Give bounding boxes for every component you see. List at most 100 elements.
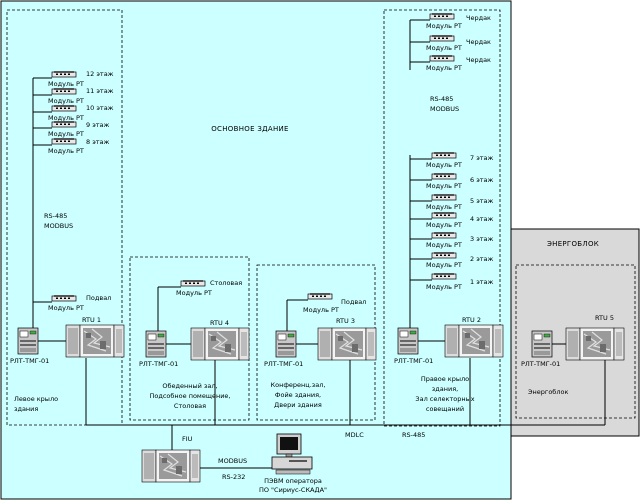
svg-text:8 этаж: 8 этаж	[86, 138, 110, 146]
right-modbus-label: MODBUS	[430, 105, 459, 113]
conference-caption-1: Конференц.зал,	[271, 381, 326, 389]
attic-module-1: Чердак Модуль РТ	[410, 12, 491, 30]
right-wing-floor-modules: 7 этаж Модуль РТ 6 этаж Модуль РТ 5 этаж…	[410, 151, 494, 291]
dining-module-place: Столовая	[210, 279, 242, 287]
left-wing-caption-1: Левое крыло	[14, 395, 58, 403]
svg-text:Модуль РТ: Модуль РТ	[48, 304, 84, 312]
svg-text:Чердак: Чердак	[466, 14, 491, 22]
svg-text:Модуль РТ: Модуль РТ	[48, 147, 84, 155]
power-rtu-label: RTU 5	[595, 314, 614, 322]
power-controller-label: РЛТ-ТМГ-01	[521, 360, 560, 368]
svg-text:Модуль РТ: Модуль РТ	[426, 283, 462, 291]
svg-text:6 этаж: 6 этаж	[470, 176, 494, 184]
conference-rtu-icon	[317, 327, 377, 361]
svg-text:Модуль РТ: Модуль РТ	[48, 80, 84, 88]
right-controller-label: РЛТ-ТМГ-01	[394, 357, 433, 365]
dining-rtu-label: RTU 4	[210, 319, 229, 327]
right-rs485-label: RS-485	[430, 95, 453, 103]
left-module-basement: Подвал Модуль РТ	[33, 294, 111, 312]
conference-rtu-label: RTU 3	[336, 317, 355, 325]
dining-module-label: Модуль РТ	[176, 289, 212, 297]
power-caption: Энергоблок	[528, 388, 568, 396]
svg-text:Модуль РТ: Модуль РТ	[426, 64, 462, 72]
svg-text:Модуль РТ: Модуль РТ	[426, 241, 462, 249]
svg-text:Модуль РТ: Модуль РТ	[426, 44, 462, 52]
right-wing-box	[383, 9, 501, 427]
right-module-4: 4 этаж Модуль РТ	[410, 211, 494, 229]
svg-text:Чердак: Чердак	[466, 38, 491, 46]
power-inner-box	[515, 264, 636, 419]
right-module-1: 1 этаж Модуль РТ	[410, 272, 494, 291]
left-module-9: 9 этаж Модуль РТ	[33, 120, 110, 138]
left-wing-caption-2: здания	[14, 405, 38, 413]
left-rtu-label: RTU 1	[82, 316, 101, 324]
pc-caption-2: ПО "Сириус-СКАДА"	[259, 486, 327, 494]
power-controller-icon	[531, 330, 553, 358]
svg-text:Модуль РТ: Модуль РТ	[426, 22, 462, 30]
svg-text:Подвал: Подвал	[86, 294, 111, 302]
dining-caption-2: Подсобное помещение,	[150, 392, 231, 400]
right-module-7: 7 этаж Модуль РТ	[410, 151, 494, 169]
right-module-6: 6 этаж Модуль РТ	[410, 172, 494, 190]
svg-text:1 этаж: 1 этаж	[470, 278, 494, 286]
modbus-label: MODBUS	[218, 457, 247, 465]
svg-text:Модуль РТ: Модуль РТ	[426, 161, 462, 169]
right-rtu-icon	[444, 324, 504, 358]
main-building-title: ОСНОВНОЕ ЗДАНИЕ	[211, 125, 289, 133]
operator-pc-icon	[271, 433, 313, 475]
main-building-area	[0, 0, 512, 500]
svg-text:Модуль РТ: Модуль РТ	[48, 97, 84, 105]
svg-text:Модуль РТ: Модуль РТ	[48, 130, 84, 138]
svg-text:Модуль РТ: Модуль РТ	[426, 182, 462, 190]
svg-text:11 этаж: 11 этаж	[86, 87, 114, 95]
svg-text:10 этаж: 10 этаж	[86, 104, 114, 112]
dining-rtu-icon	[190, 327, 250, 361]
svg-text:12 этаж: 12 этаж	[86, 70, 114, 78]
right-controller-icon	[397, 327, 419, 355]
mdlc-bus	[85, 358, 606, 452]
fiu-label: FIU	[182, 435, 193, 443]
conference-module-label: Модуль РТ	[303, 306, 339, 314]
dining-caption-1: Обеденный зал,	[162, 382, 217, 390]
power-rtu-icon	[565, 327, 625, 361]
left-module-11: 11 этаж Модуль РТ	[33, 87, 114, 105]
pc-caption-1: ПЭВМ оператора	[264, 477, 322, 485]
conference-module-place: Подвал	[341, 298, 366, 306]
svg-text:7 этаж: 7 этаж	[470, 154, 494, 162]
left-modbus-label: MODBUS	[44, 222, 73, 230]
svg-text:3 этаж: 3 этаж	[470, 235, 494, 243]
right-rtu-label: RTU 2	[462, 316, 481, 324]
fiu-rtu-icon	[141, 449, 201, 483]
left-rs485-label: RS-485	[44, 212, 67, 220]
left-rtu-icon	[65, 324, 125, 358]
svg-text:Модуль РТ: Модуль РТ	[426, 261, 462, 269]
svg-text:Чердак: Чердак	[466, 56, 491, 64]
right-wing-attic-modules: Чердак Модуль РТ Чердак Модуль РТ Чердак…	[410, 12, 491, 72]
left-module-8: 8 этаж Модуль РТ	[33, 137, 110, 155]
mdlc-label: MDLC	[345, 431, 364, 439]
left-wing-modules: 12 этаж Модуль РТ 11 этаж Модуль РТ 10 э…	[33, 70, 114, 312]
attic-module-3: Чердак Модуль РТ	[410, 54, 491, 72]
conference-controller-icon	[275, 330, 297, 358]
conference-module-icon	[307, 292, 333, 300]
right-wing-caption-1: Правое крыло	[421, 375, 469, 383]
svg-text:Модуль РТ: Модуль РТ	[426, 221, 462, 229]
left-module-12: 12 этаж Модуль РТ	[33, 70, 114, 88]
dining-controller-label: РЛТ-ТМГ-01	[139, 360, 178, 368]
svg-text:9 этаж: 9 этаж	[86, 121, 110, 129]
conference-caption-3: Двери здания	[274, 401, 322, 409]
conference-controller-label: РЛТ-ТМГ-01	[264, 360, 303, 368]
conference-caption-2: Фойе здания,	[275, 391, 321, 399]
left-wing-box	[6, 9, 123, 426]
dining-module-icon	[180, 279, 206, 287]
svg-text:Модуль РТ: Модуль РТ	[426, 203, 462, 211]
svg-text:2 этаж: 2 этаж	[470, 255, 494, 263]
left-module-10: 10 этаж Модуль РТ	[33, 104, 114, 122]
right-module-5: 5 этаж Модуль РТ	[410, 193, 494, 211]
dining-caption-3: Столовая	[174, 402, 206, 410]
right-wing-caption-4: совещаний	[426, 405, 464, 413]
svg-text:5 этаж: 5 этаж	[470, 197, 494, 205]
power-unit-title: ЭНЕРГОБЛОК	[547, 240, 599, 248]
svg-text:4 этаж: 4 этаж	[470, 215, 494, 223]
